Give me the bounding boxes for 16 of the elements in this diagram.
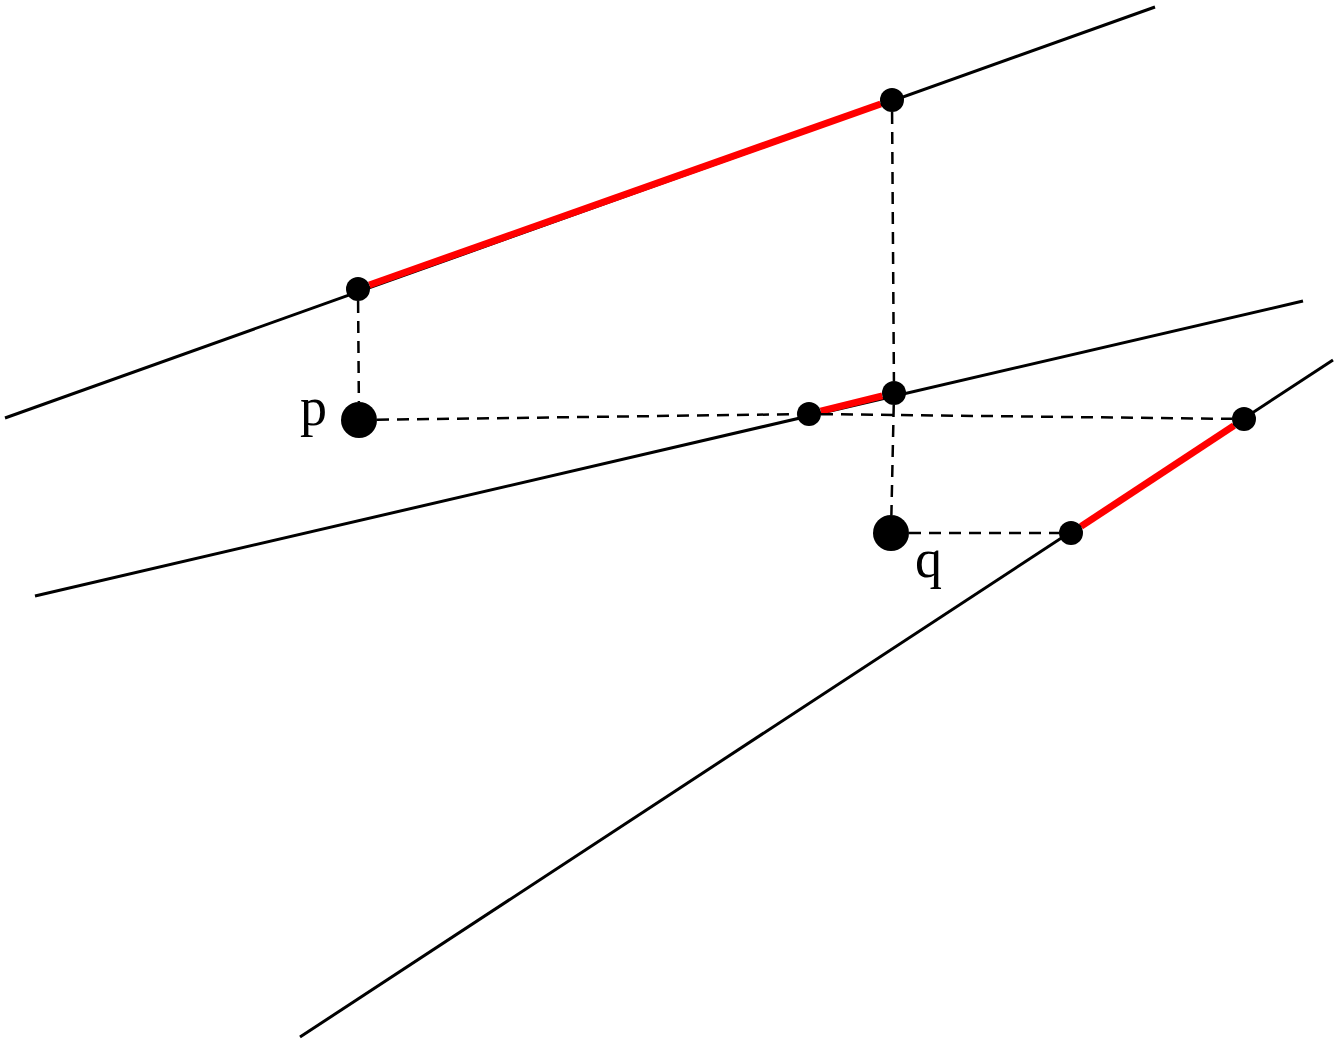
line-segment (819, 392, 884, 415)
dashed-line (356, 301, 361, 402)
dashed-line (890, 112, 896, 381)
point (346, 277, 370, 301)
dashed-line (821, 412, 1232, 421)
line-segment (1079, 422, 1236, 530)
dashed-line (909, 531, 1059, 535)
point (341, 402, 377, 438)
point (880, 88, 904, 112)
dashed-line (890, 404, 895, 516)
point (882, 381, 906, 405)
point (1059, 521, 1083, 545)
point (797, 402, 821, 426)
line-segment (368, 100, 882, 289)
point (873, 515, 909, 551)
point (1232, 407, 1256, 431)
